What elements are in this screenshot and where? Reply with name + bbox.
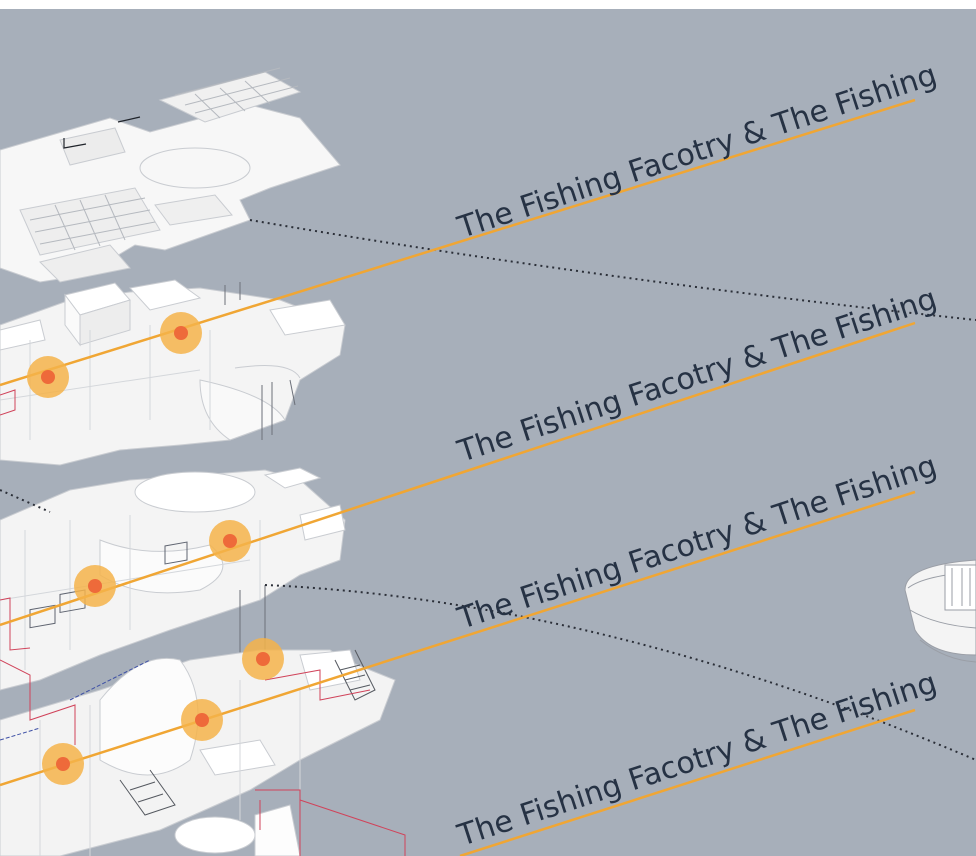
- level-2: [0, 279, 346, 466]
- dotted-connector-1: [249, 219, 976, 321]
- circle-target-icon: [160, 312, 202, 354]
- level-3: [0, 467, 346, 691]
- dotted-connectors: [0, 219, 976, 761]
- circle-target-icon: [181, 699, 223, 741]
- pavilion-model: [904, 559, 976, 663]
- top-border: [0, 0, 976, 9]
- circle-target-icon: [27, 356, 69, 398]
- leader-lines: [0, 98, 916, 856]
- circle-target-icon: [42, 743, 84, 785]
- circle-target-icon: [74, 565, 116, 607]
- leader-line-3: [0, 490, 916, 787]
- leader-line-4: [459, 708, 916, 856]
- circulation-paths: [0, 659, 406, 856]
- dotted-connector-3: [264, 584, 976, 761]
- leader-line-1: [0, 98, 916, 387]
- markers: [27, 312, 284, 785]
- circle-target-icon: [242, 638, 284, 680]
- roof-level: [0, 67, 341, 283]
- circle-target-icon: [209, 520, 251, 562]
- leader-line-2: [0, 321, 916, 627]
